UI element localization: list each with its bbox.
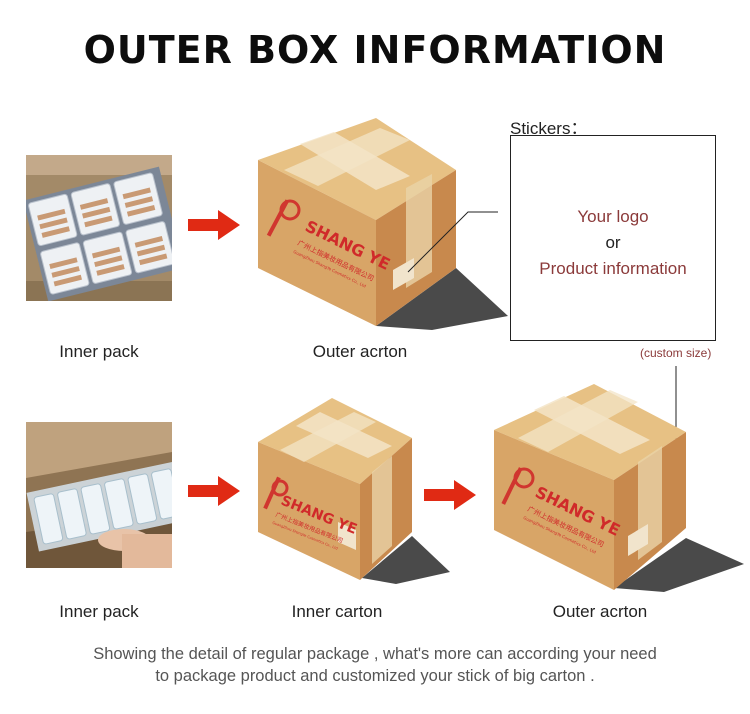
arrow-icon xyxy=(188,476,240,506)
footer-line-2: to package product and customized your s… xyxy=(155,667,595,685)
stickers-label: Stickers： xyxy=(510,119,588,138)
custom-size-note: (custom size) xyxy=(640,346,712,360)
outer-carton-box-1: SHANG YE 广州上指美妆用品有限公司 GuangZhou ShangYe … xyxy=(250,118,512,330)
page-title: OUTER BOX INFORMATION xyxy=(83,28,667,72)
sticker-line-logo: Your logo xyxy=(577,207,649,226)
arrow-icon xyxy=(188,210,240,240)
caption-inner-pack-1: Inner pack xyxy=(59,342,139,361)
arrow-icon xyxy=(424,480,476,510)
caption-inner-carton: Inner carton xyxy=(291,602,383,621)
caption-outer-carton-1: Outer acrton xyxy=(312,342,408,361)
inner-pack-photo-1 xyxy=(26,155,172,301)
sticker-box: Your logo or Product information xyxy=(510,135,716,341)
footer-note: Showing the detail of regular package , … xyxy=(0,643,750,687)
sticker-line-product-info: Product information xyxy=(539,259,687,278)
caption-outer-carton-2: Outer acrton xyxy=(552,602,648,621)
footer-line-1: Showing the detail of regular package , … xyxy=(93,645,657,663)
inner-pack-photo-2 xyxy=(26,422,172,568)
outer-carton-box-2: SHANG YE 广州上指美妆用品有限公司 GuangZhou ShangYe … xyxy=(488,378,746,592)
sticker-line-or: or xyxy=(605,233,621,252)
caption-inner-pack-2: Inner pack xyxy=(59,602,139,621)
inner-carton-box: SHANG YE 广州上指美妆用品有限公司 GuangZhou ShangYe … xyxy=(252,396,452,584)
